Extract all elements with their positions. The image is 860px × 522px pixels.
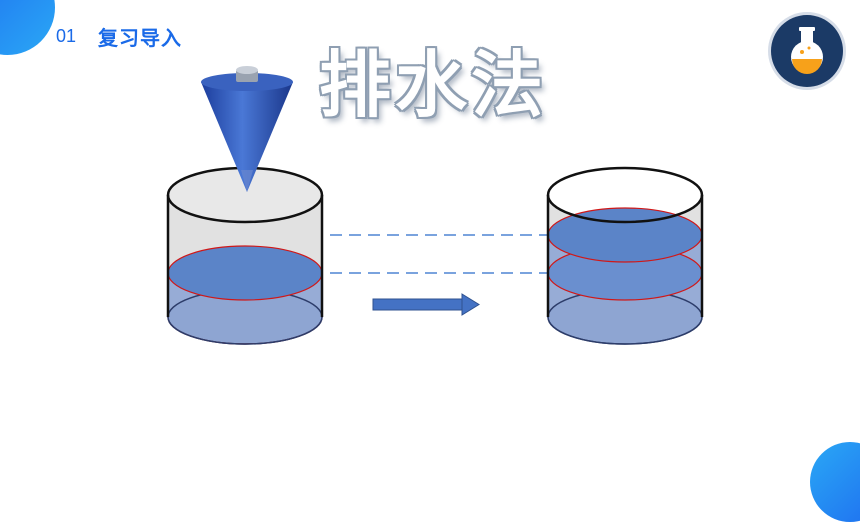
right-raised-water-surface [547, 207, 703, 263]
section-header: 01 复习导入 [56, 22, 182, 50]
flask-icon [771, 15, 843, 87]
drainage-method-diagram [166, 66, 704, 345]
section-title: 复习导入 [98, 25, 183, 50]
left-water-surface [167, 245, 323, 301]
left-cylinder [166, 166, 324, 345]
right-cylinder [546, 166, 704, 345]
cone-plumb-bob-icon [201, 66, 293, 192]
main-title: 排水法 [318, 43, 547, 127]
right-arrow-icon [372, 293, 480, 316]
section-number: 01 [56, 25, 77, 46]
